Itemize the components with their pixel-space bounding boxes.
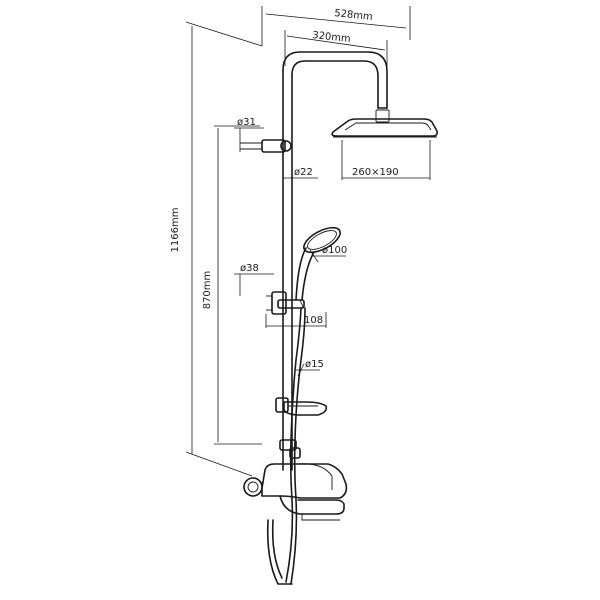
label-rail-diameter: ø22 [294, 167, 313, 178]
slider-holder [266, 291, 305, 315]
label-wall-bracket-diameter: ø31 [237, 117, 256, 128]
wall-bracket-top [240, 139, 292, 153]
label-total-height: 1166mm [170, 208, 181, 253]
label-slider-diameter: ø38 [240, 263, 259, 274]
label-head-size: 260×190 [352, 167, 399, 178]
label-total-width: 528mm [334, 8, 374, 23]
callout-slider-projection: 108 [265, 312, 327, 328]
diverter [279, 439, 301, 459]
soap-dish [275, 397, 328, 416]
dim-total-height: 1166mm [170, 21, 263, 477]
callout-hand-shower-diameter: ø100 [309, 245, 347, 263]
callout-wall-bracket-diameter: ø31 [234, 117, 264, 152]
mixer-body [243, 463, 348, 499]
hand-shower [295, 226, 341, 308]
dim-arm-length: 320mm [284, 30, 388, 66]
label-hose-diameter: ø15 [305, 359, 324, 370]
dim-total-width: 528mm [261, 6, 411, 46]
rain-shower-head [331, 109, 438, 138]
callout-head-size: 260×190 [341, 140, 431, 180]
callout-rail-diameter: ø22 [283, 167, 318, 179]
shower-hose [266, 307, 306, 585]
overhead-arm [282, 51, 388, 109]
dim-rail-height: 870mm [202, 125, 262, 445]
callout-slider-diameter: ø38 [234, 263, 274, 296]
label-slider-projection: 108 [304, 315, 323, 326]
callout-hose-diameter: ø15 [296, 359, 324, 377]
label-hand-shower-diameter: ø100 [322, 245, 347, 256]
bath-spout [279, 495, 345, 521]
label-rail-height: 870mm [202, 271, 213, 310]
label-arm-length: 320mm [312, 30, 352, 45]
